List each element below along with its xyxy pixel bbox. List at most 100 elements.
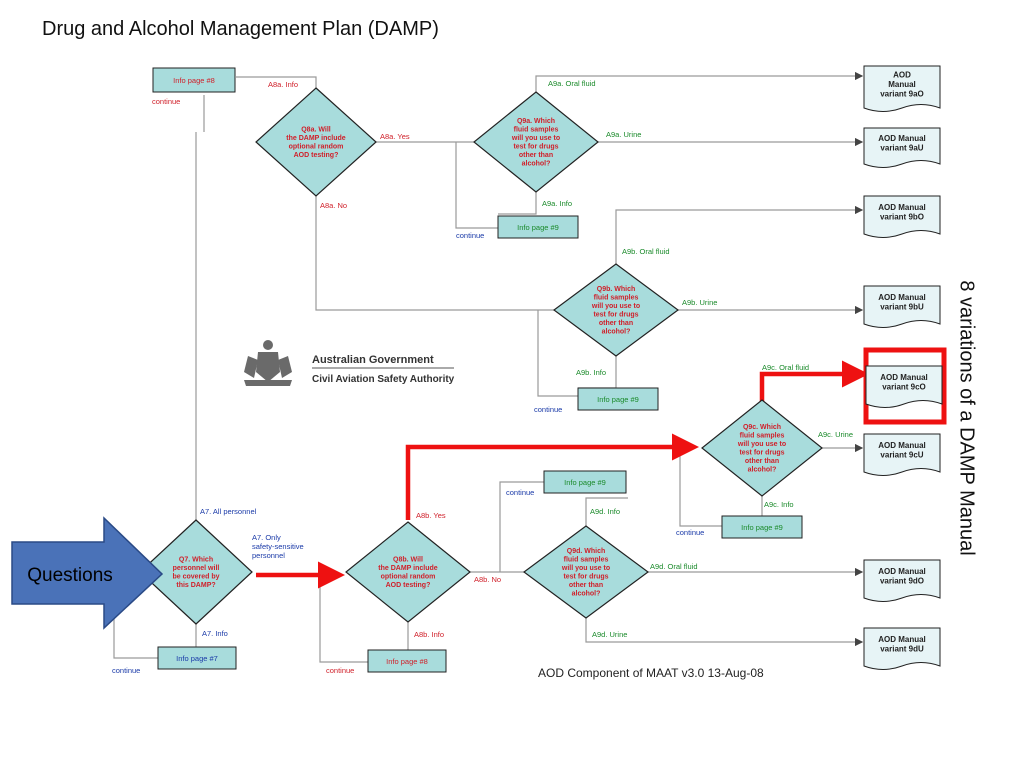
question-q9d-text-line: other than — [569, 582, 603, 589]
question-q9c[interactable] — [701, 399, 823, 497]
continue-label: continue — [152, 97, 180, 106]
info-page-9-a-label: Info page #9 — [517, 223, 559, 232]
question-q9b-text-line: other than — [599, 320, 633, 327]
info-page-9-c[interactable] — [721, 515, 803, 539]
question-q7[interactable] — [139, 519, 253, 625]
info-page-8-bottom[interactable] — [367, 649, 447, 673]
manual-9dO-text-line: AOD Manual — [878, 567, 926, 576]
answer-a9b-info: A9b. Info — [576, 368, 606, 377]
manual-9bU-text-line: variant 9bU — [880, 303, 924, 312]
manual-9cU[interactable] — [863, 433, 941, 476]
question-q9c-text-line: other than — [745, 458, 779, 465]
question-q9c-text-line: test for drugs — [739, 450, 784, 457]
manual-9bO[interactable] — [863, 195, 941, 238]
continue-label: continue — [326, 666, 354, 675]
info-page-9-b-label: Info page #9 — [597, 395, 639, 404]
question-q8b-text-line: the DAMP include — [378, 565, 437, 572]
question-q7-text-line: personnel will — [173, 565, 220, 572]
continue-label: continue — [456, 231, 484, 240]
answer-a7-all: A7. All personnel — [200, 507, 257, 516]
info-page-8-top[interactable] — [152, 67, 236, 93]
manual-9aU[interactable] — [863, 127, 941, 168]
info-page-9-b[interactable] — [577, 387, 659, 411]
question-q9d[interactable] — [522, 525, 650, 619]
manual-9dO-text-line: variant 9dO — [880, 577, 924, 586]
logo-line1: Australian Government — [312, 354, 434, 366]
answer-a9c-info: A9c. Info — [764, 500, 794, 509]
question-q8a-text-line: the DAMP include — [286, 135, 345, 142]
manual-9cO-text-line: AOD Manual — [880, 373, 928, 382]
manual-9aU-text-line: AOD Manual — [878, 134, 926, 143]
highlight-paths — [256, 360, 869, 589]
answer-a9a-info: A9a. Info — [542, 199, 572, 208]
question-q8a[interactable] — [255, 87, 377, 197]
question-q8b-text-line: optional random — [381, 574, 436, 581]
question-q9d-text-line: fluid samples — [564, 557, 609, 564]
footer-text: AOD Component of MAAT v3.0 13-Aug-08 — [538, 666, 764, 680]
question-q9a-text-line: alcohol? — [522, 161, 551, 168]
question-q8a-text-line: AOD testing? — [294, 152, 339, 159]
slide-title: Drug and Alcohol Management Plan (DAMP) — [42, 18, 439, 40]
question-q7-text-line: Q7. Which — [179, 557, 213, 564]
manual-9bU-text-line: AOD Manual — [878, 293, 926, 302]
info-page-9-d-label: Info page #9 — [564, 478, 606, 487]
question-q9a-text-line: test for drugs — [513, 144, 558, 151]
manual-9aO-text-line: Manual — [888, 80, 916, 89]
manual-9dU-text-line: variant 9dU — [880, 645, 924, 654]
answer-a7-only: personnel — [252, 551, 285, 560]
logo-line2: Civil Aviation Safety Authority — [312, 374, 455, 385]
question-q9a-text-line: Q9a. Which — [517, 118, 555, 125]
answer-a9c-oral: A9c. Oral fluid — [762, 363, 809, 372]
answer-a8b-info: A8b. Info — [414, 630, 444, 639]
question-q9d-text-line: test for drugs — [563, 574, 608, 581]
answer-a7-info: A7. Info — [202, 629, 228, 638]
answer-a9b-oral: A9b. Oral fluid — [622, 247, 670, 256]
question-q8b-text-line: AOD testing? — [386, 582, 431, 589]
question-q9b-text-line: alcohol? — [602, 329, 631, 336]
question-q9c-text-line: Q9c. Which — [743, 424, 781, 431]
manual-9dU[interactable] — [863, 627, 941, 670]
manual-9aO-text-line: AOD — [893, 70, 911, 79]
question-q9a-text-line: other than — [519, 152, 553, 159]
answer-a7-only: safety-sensitive — [252, 542, 304, 551]
manual-9bU[interactable] — [863, 285, 941, 328]
question-q8a-text-line: optional random — [289, 144, 344, 151]
manual-9aO-text-line: variant 9aO — [880, 89, 924, 98]
manual-9aO[interactable] — [863, 65, 941, 112]
question-q9b-text-line: will you use to — [591, 303, 640, 310]
manual-9cU-text-line: AOD Manual — [878, 441, 926, 450]
question-q9a-text-line: will you use to — [511, 135, 560, 142]
question-q9b-text-line: Q9b. Which — [597, 286, 636, 293]
question-q9b-text-line: fluid samples — [594, 295, 639, 302]
answer-a9d-oral: A9d. Oral fluid — [650, 562, 698, 571]
question-q9c-text-line: fluid samples — [740, 433, 785, 440]
info-page-8-top-label: Info page #8 — [173, 76, 215, 85]
continue-label: continue — [112, 666, 140, 675]
manual-9cO[interactable] — [865, 365, 943, 408]
answer-a9a-oral: A9a. Oral fluid — [548, 79, 596, 88]
question-q9c-text-line: will you use to — [737, 441, 786, 448]
answer-a8a-yes: A8a. Yes — [380, 132, 410, 141]
arrow-shape — [11, 516, 164, 630]
info-page-9-a[interactable] — [497, 215, 579, 239]
continue-label: continue — [534, 405, 562, 414]
question-q9a[interactable] — [473, 91, 599, 193]
question-q9d-text-line: alcohol? — [572, 591, 601, 598]
question-q8b[interactable] — [345, 521, 471, 623]
question-q9b[interactable] — [552, 263, 680, 357]
question-q8b-text-line: Q8b. Will — [393, 557, 423, 564]
coat-of-arms-icon — [244, 340, 292, 386]
manual-9bO-text-line: AOD Manual — [878, 203, 926, 212]
info-page-9-c-label: Info page #9 — [741, 523, 783, 532]
answer-a9d-info: A9d. Info — [590, 507, 620, 516]
info-page-7-label: Info page #7 — [176, 654, 218, 663]
question-q9b-text-line: test for drugs — [593, 312, 638, 319]
info-page-7[interactable] — [157, 646, 237, 670]
question-q7-text-line: this DAMP? — [176, 582, 215, 589]
answer-a8a-info: A8a. Info — [268, 80, 298, 89]
answer-a9d-urine: A9d. Urine — [592, 630, 627, 639]
info-page-9-d[interactable] — [543, 470, 627, 494]
manual-9dO[interactable] — [863, 559, 941, 602]
questions-arrow: Questions — [11, 516, 164, 630]
